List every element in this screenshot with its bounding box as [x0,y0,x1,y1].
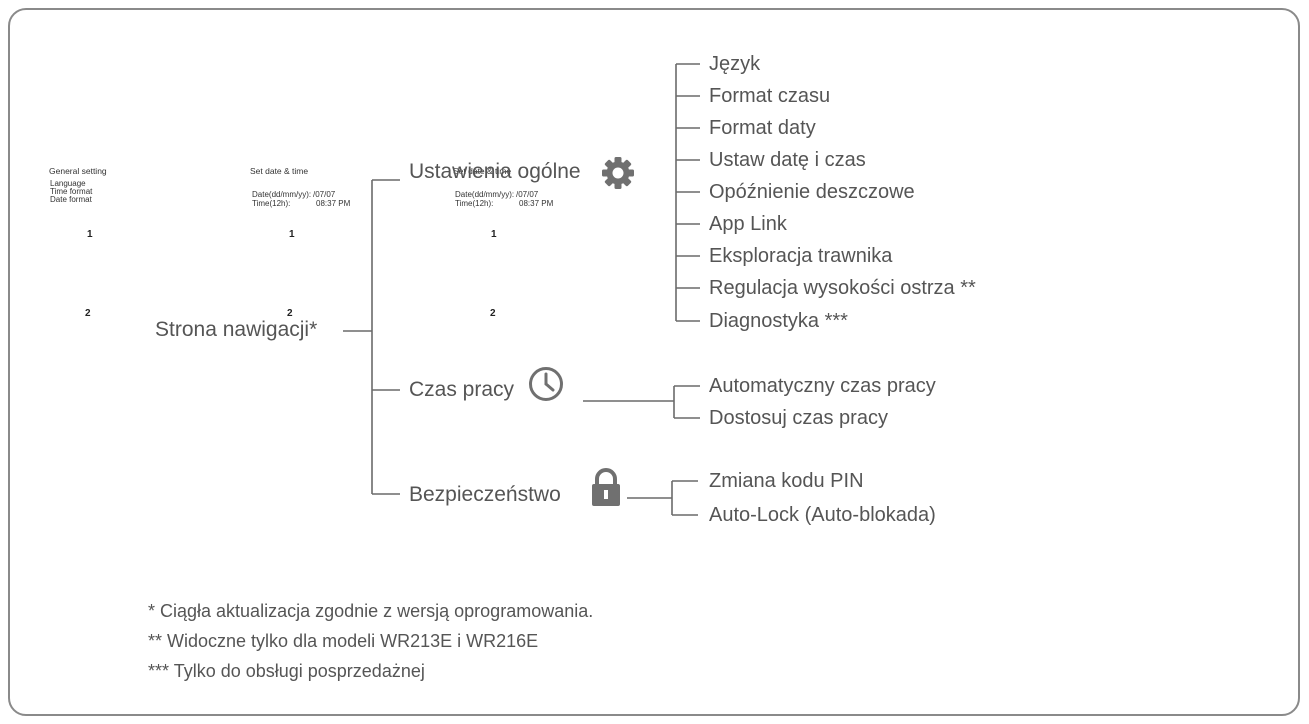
clock-icon [529,367,563,401]
ghost-screen-1-line: Date format [50,195,92,204]
ghost-screen-1-line: Time format [50,187,93,196]
ghost-screen-2-date-label: Date(dd/mm/yy): [252,190,312,199]
branch-node-working-time: Czas pracy [409,378,515,401]
branch-node-security: Bezpieczeństwo [409,483,561,506]
ghost-screen-3-time-value: 08:37 PM [519,199,554,208]
diagram-frame [8,8,1300,716]
leaf-auto-lock: Auto-Lock (Auto-blokada) [709,504,936,526]
ghost-screen-2-marker-2: 2 [287,308,293,319]
branch-node-general-settings: Ustawienia ogólne [409,160,581,183]
leaf-language: Język [709,53,761,75]
leaf-set-date-time: Ustaw datę i czas [709,149,866,171]
footnote-1: * Ciągła aktualizacja zgodnie z wersją o… [148,601,594,621]
ghost-screen-3-marker-2: 2 [490,308,496,319]
ghost-screen-1-marker-2: 2 [85,308,91,319]
ghost-screen-1-line: Language [50,179,86,188]
ghost-screen-1-title: General setting [49,166,107,176]
ghost-screen-2-time-label: Time(12h): [252,199,291,208]
footnote-2: ** Widoczne tylko dla modeli WR213E i WR… [148,631,539,651]
root-node: Strona nawigacji* [155,318,318,341]
lock-icon [592,468,620,506]
leaf-app-link: App Link [709,213,787,235]
leaf-custom-working-time: Dostosuj czas pracy [709,407,888,429]
leaf-time-format: Format czasu [709,85,831,107]
leaf-auto-working-time: Automatyczny czas pracy [709,375,936,397]
ghost-screen-3-date-value: /07/07 [516,190,539,199]
ghost-screen-3-title: Set date & time [453,166,512,176]
ghost-screen-2-date-value: /07/07 [313,190,336,199]
ghost-screen-3-time-label: Time(12h): [455,199,494,208]
leaf-rain-delay: Opóźnienie deszczowe [709,181,915,203]
ghost-screen-1-marker-1: 1 [87,229,93,240]
leaf-blade-height: Regulacja wysokości ostrza ** [709,277,976,299]
ghost-screen-3-marker-1: 1 [491,229,497,240]
footnote-3: *** Tylko do obsługi posprzedażnej [148,661,425,681]
ghost-screen-3-date-label: Date(dd/mm/yy): [455,190,515,199]
ghost-screen-2-title: Set date & time [250,166,309,176]
ghost-screen-2-time-value: 08:37 PM [316,199,351,208]
leaf-date-format: Format daty [709,117,816,139]
ghost-screen-2-marker-1: 1 [289,229,295,240]
leaf-diagnostics: Diagnostyka *** [709,310,848,332]
leaf-change-pin: Zmiana kodu PIN [709,470,864,492]
gear-icon [602,157,634,189]
leaf-lawn-exploration: Eksploracja trawnika [709,245,893,267]
